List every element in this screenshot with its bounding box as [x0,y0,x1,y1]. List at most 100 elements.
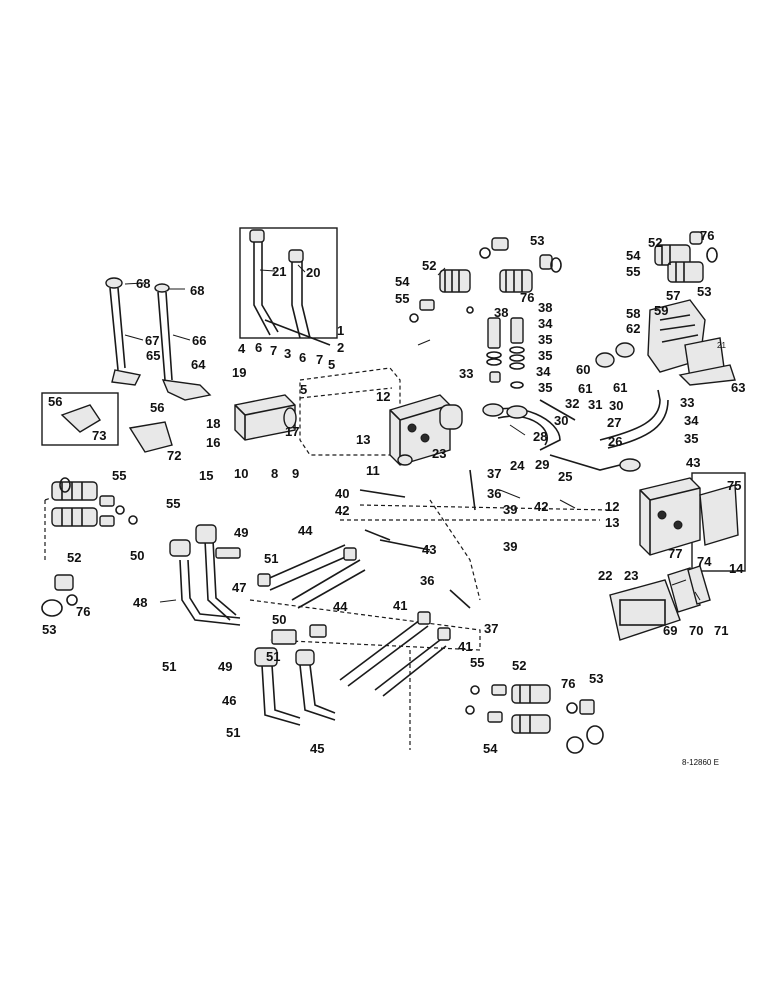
callout-73: 73 [92,428,106,443]
callout-52c: 52 [67,550,81,565]
callout-5b: 5 [328,357,335,372]
callout-34c: 34 [684,413,699,428]
coupler-group-left [41,477,138,617]
callout-37: 37 [487,466,501,481]
callout-41b: 41 [458,639,472,654]
callout-43b: 43 [686,455,700,470]
callout-37b: 37 [484,621,498,636]
callout-55d: 55 [166,496,180,511]
control-valve-11 [389,394,463,466]
callout-53: 53 [530,233,544,248]
callout-19: 19 [232,365,246,380]
callout-13: 13 [356,432,370,447]
callout-66: 66 [192,333,206,348]
callout-68: 68 [136,276,150,291]
callout-17: 17 [285,424,299,439]
valve-block-18 [234,394,297,441]
callout-53d: 53 [589,671,603,686]
part-artwork [41,227,746,754]
callout-39b: 39 [503,539,517,554]
callout-31: 31 [588,397,602,412]
callout-24: 24 [510,458,525,473]
callout-61: 61 [578,381,592,396]
pipes-47-48 [169,524,241,626]
control-levers [249,229,331,346]
callout-71: 71 [714,623,728,638]
callout-21-small: 21 [717,341,726,350]
callout-53b: 53 [697,284,711,299]
callout-52: 52 [422,258,436,273]
callout-40: 40 [335,486,349,501]
callout-29: 29 [535,457,549,472]
callout-45: 45 [310,741,324,756]
callout-34b: 34 [536,364,551,379]
bracket-72-73 [60,404,173,453]
rods-40-43 [359,469,476,609]
callout-54c: 54 [483,741,498,756]
callout-76d: 76 [561,676,575,691]
callout-68b: 68 [190,283,204,298]
coupler-group-lower [465,684,604,754]
callout-7: 7 [270,343,277,358]
callout-54: 54 [395,274,410,289]
drawing-reference-code: 8-12860 E [682,758,719,767]
callout-77: 77 [668,546,682,561]
callout-44b: 44 [333,599,348,614]
tractor-outline-dashed [44,367,611,750]
callout-16: 16 [206,435,220,450]
callout-49b: 49 [218,659,232,674]
callout-52d: 52 [512,658,526,673]
callout-33: 33 [459,366,473,381]
cover-plates [609,565,711,641]
callout-55b: 55 [626,264,640,279]
callout-56: 56 [48,394,62,409]
callout-50: 50 [130,548,144,563]
hoses-44 [257,544,366,609]
callout-36: 36 [487,486,501,501]
callout-65: 65 [146,348,160,363]
callout-5: 5 [300,382,307,397]
callout-12: 12 [376,389,390,404]
callout-50b: 50 [272,612,286,627]
callout-52b: 52 [648,235,662,250]
callout-42: 42 [335,503,349,518]
callout-26: 26 [608,434,622,449]
callout-55c: 55 [112,468,126,483]
callout-55: 55 [395,291,409,306]
bracket-63 [678,364,736,386]
callout-59: 59 [654,303,668,318]
callout-23b: 23 [624,568,638,583]
callout-46: 46 [222,693,236,708]
tube-assembly-upper [482,389,669,472]
callout-35c: 35 [538,380,552,395]
callout-7b: 7 [316,352,323,367]
bracket-frame-56 [41,392,119,446]
callout-42b: 42 [534,499,548,514]
callout-11: 11 [366,463,380,478]
callout-69: 69 [663,623,677,638]
callout-76b: 76 [520,290,534,305]
callout-38b: 38 [538,300,552,315]
callout-39: 39 [503,502,517,517]
remote-valve-block [639,477,739,556]
callout-15: 15 [199,468,213,483]
callout-33b: 33 [680,395,694,410]
callout-48: 48 [133,595,147,610]
callout-61b: 61 [613,380,627,395]
callout-25: 25 [558,469,572,484]
callout-62: 62 [626,321,640,336]
callout-13b: 13 [605,515,619,530]
callout-44: 44 [298,523,313,538]
callout-21: 21 [272,264,286,279]
callout-3: 3 [284,346,291,361]
callout-76: 76 [700,228,714,243]
callout-32: 32 [565,396,579,411]
callout-20: 20 [306,265,320,280]
callout-51c: 51 [266,649,280,664]
callout-35b: 35 [538,348,552,363]
callout-10: 10 [234,466,248,481]
callout-6: 6 [255,340,262,355]
callout-72: 72 [167,448,181,463]
callout-1: 1 [337,323,344,338]
